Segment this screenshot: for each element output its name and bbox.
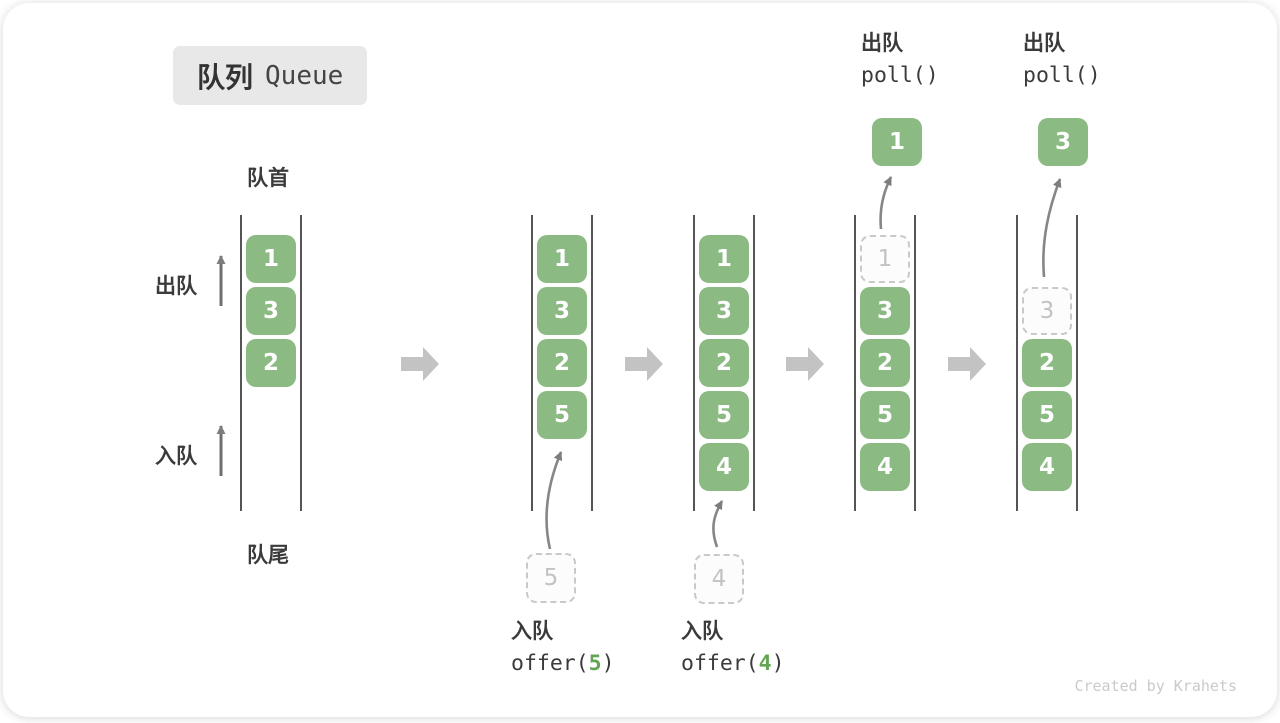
- queue-rear-label: 队尾: [247, 544, 289, 567]
- queue-stage-2: 1 3 2 5 5 入队 offer(5): [511, 3, 615, 723]
- queue-stage-5: 出队 poll() 3 3 2 5 4: [1016, 3, 1101, 723]
- dequeue-operation-caption: 出队 poll(): [861, 33, 1031, 87]
- queue-cell: 4: [860, 443, 910, 491]
- queue-wall-right: [1076, 215, 1078, 511]
- queue-wall-right: [914, 215, 916, 511]
- queue-cell: 3: [246, 287, 296, 335]
- queue-cell: 5: [699, 391, 749, 439]
- queue-wall-left: [854, 215, 856, 511]
- op-code-pre: offer(: [511, 651, 589, 676]
- queue-wall-left: [531, 215, 533, 511]
- queue-stage-1: 1 3 2: [240, 3, 302, 723]
- queue-cell: 3: [537, 287, 587, 335]
- op-code: offer(4): [681, 653, 851, 675]
- enqueue-direction-label: 入队: [155, 445, 197, 468]
- incoming-element: 4: [694, 554, 744, 604]
- queue-stage-4: 出队 poll() 1 1 3 2 5 4: [854, 3, 939, 723]
- op-code: poll(): [1023, 63, 1101, 88]
- queue-wall-right: [300, 215, 302, 511]
- figure-card: 队列 Queue 队首 队尾 出队 入队 1 3 2 1 3 2 5 5 入队 …: [3, 3, 1277, 717]
- enqueue-operation-caption: 入队 offer(5): [511, 621, 681, 675]
- block-arrow-4: [948, 347, 986, 381]
- watermark: Created by Krahets: [1074, 677, 1237, 695]
- enqueue-operation-caption: 入队 offer(4): [681, 621, 851, 675]
- queue-cell: 4: [699, 443, 749, 491]
- queue-cell: 4: [1022, 443, 1072, 491]
- queue-front-label: 队首: [247, 167, 289, 190]
- title-en: Queue: [265, 60, 344, 91]
- queue-wall-left: [1016, 215, 1018, 511]
- dequeued-element: 1: [872, 118, 922, 166]
- title-badge: 队列 Queue: [173, 46, 368, 105]
- op-label: 入队: [511, 620, 553, 643]
- op-code-arg: 5: [588, 651, 602, 676]
- removed-slot: 1: [860, 235, 910, 283]
- dequeue-operation-caption: 出队 poll(): [1023, 33, 1193, 87]
- op-label: 入队: [681, 620, 723, 643]
- queue-wall-right: [591, 215, 593, 511]
- queue-cell: 2: [1022, 339, 1072, 387]
- queue-wall-right: [753, 215, 755, 511]
- op-label: 出队: [1023, 32, 1065, 55]
- queue-cell: 2: [246, 339, 296, 387]
- queue-cell: 1: [246, 235, 296, 283]
- queue-cell: 5: [1022, 391, 1072, 439]
- op-code: offer(5): [511, 653, 681, 675]
- queue-cell: 2: [537, 339, 587, 387]
- op-code-suf: ): [771, 651, 785, 676]
- op-code-arg: 4: [758, 651, 772, 676]
- block-arrow-1: [401, 347, 439, 381]
- op-label: 出队: [861, 32, 903, 55]
- dequeue-direction-label: 出队: [155, 275, 197, 298]
- queue-cell: 5: [537, 391, 587, 439]
- block-arrow-3: [786, 347, 824, 381]
- queue-cell: 2: [699, 339, 749, 387]
- queue-cell: 3: [699, 287, 749, 335]
- queue-wall-left: [693, 215, 695, 511]
- arrows-overlay: [216, 176, 1062, 550]
- queue-cell: 1: [699, 235, 749, 283]
- op-code-suf: ): [601, 651, 615, 676]
- queue-cell: 2: [860, 339, 910, 387]
- dequeued-element: 3: [1038, 118, 1088, 166]
- queue-stage-3: 1 3 2 5 4 4 入队 offer(4): [681, 3, 785, 723]
- queue-wall-left: [240, 215, 242, 511]
- queue-cell: 5: [860, 391, 910, 439]
- incoming-element: 5: [526, 553, 576, 603]
- op-code: poll(): [861, 63, 939, 88]
- block-arrow-2: [625, 347, 663, 381]
- title-zh: 队列: [197, 61, 254, 93]
- op-code-pre: offer(: [681, 651, 759, 676]
- removed-slot: 3: [1022, 287, 1072, 335]
- queue-cell: 1: [537, 235, 587, 283]
- queue-cell: 3: [860, 287, 910, 335]
